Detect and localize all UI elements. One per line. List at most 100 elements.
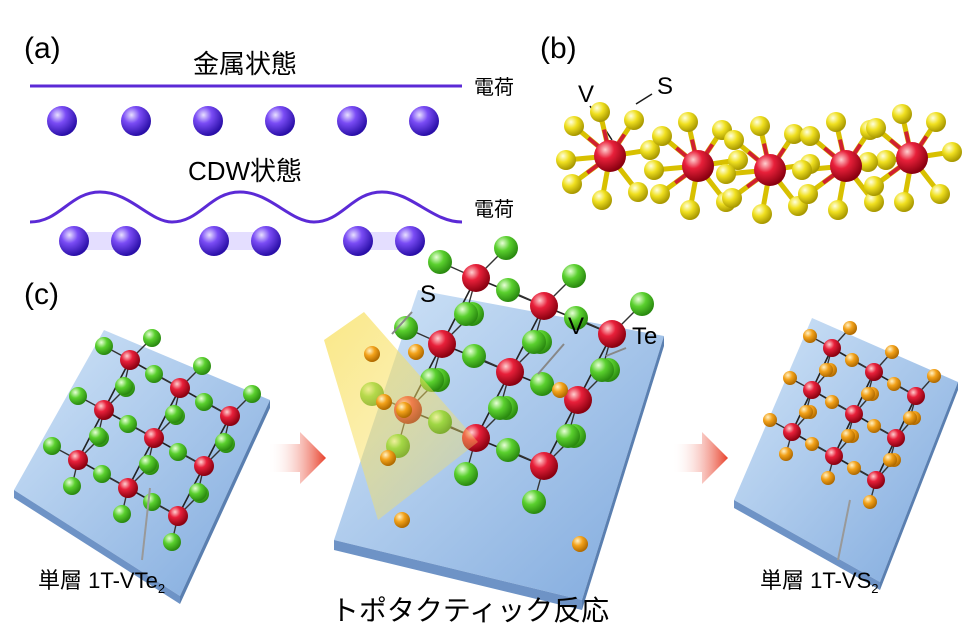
sulfur-atom: [624, 110, 644, 130]
chalcogen-atom: [819, 363, 833, 377]
sulfur-atom: [678, 112, 698, 132]
sulfur-atom: [876, 150, 896, 170]
sulfur-atom: [826, 112, 846, 132]
reaction-arrow-2: [672, 432, 728, 484]
pointer-s: [635, 93, 653, 105]
chalcogen-atom: [799, 405, 813, 419]
chalcogen-atom: [883, 453, 897, 467]
sulfur-atom: [564, 116, 584, 136]
sulfur-atom: [926, 112, 946, 132]
sulfur-atom: [650, 184, 670, 204]
chalcogen-atom: [189, 483, 207, 501]
vanadium-atom: [220, 406, 240, 426]
sulfur-atom: [750, 116, 770, 136]
electron: [193, 106, 223, 136]
chalcogen-atom: [522, 330, 546, 354]
sulfur-atom: [552, 382, 568, 398]
panel-b: (b) V S: [540, 32, 962, 224]
chalcogen-atom: [845, 353, 859, 367]
sulfur-atom: [408, 344, 424, 360]
vanadium-atom: [530, 452, 558, 480]
sulfur-atom: [722, 188, 742, 208]
chalcogen-atom: [454, 462, 478, 486]
label-te: Te: [632, 323, 657, 350]
chalcogen-atom: [522, 490, 546, 514]
pointer-te: [605, 347, 627, 357]
electron: [265, 106, 295, 136]
chalcogen-atom: [165, 405, 183, 423]
sulfur-atom: [858, 152, 878, 172]
sulfur-atom: [644, 160, 664, 180]
vanadium-atom: [530, 292, 558, 320]
vanadium-atom: [803, 381, 821, 399]
pointer-s-c: [391, 311, 413, 335]
vanadium-atom: [144, 428, 164, 448]
vanadium-atom: [168, 506, 188, 526]
chalcogen-atom: [590, 358, 614, 382]
panel-b-label: (b): [540, 32, 577, 65]
chalcogen-atom: [215, 433, 233, 451]
electron: [395, 226, 425, 256]
chalcogen-atom: [119, 415, 137, 433]
sulfur-atom: [892, 104, 912, 124]
chalcogen-atom: [556, 424, 580, 448]
vanadium-atom: [867, 471, 885, 489]
vanadium-atom: [896, 142, 928, 174]
vanadium-atom: [825, 447, 843, 465]
reaction-arrow-1: [268, 432, 326, 484]
vanadium-atom: [428, 330, 456, 358]
chalcogen-atom: [69, 387, 87, 405]
chalcogen-atom: [763, 413, 777, 427]
vanadium-atom: [94, 400, 114, 420]
pointer-right-caption: [837, 499, 851, 561]
electron: [343, 226, 373, 256]
sulfur-atom: [364, 346, 380, 362]
substrate-right-edge: [734, 500, 880, 590]
vanadium-atom: [462, 264, 490, 292]
electron: [47, 106, 77, 136]
chalcogen-atom: [779, 447, 793, 461]
left-caption: 単層 1T-VTe2: [38, 568, 165, 596]
vanadium-atom: [783, 423, 801, 441]
sulfur-atom: [828, 200, 848, 220]
sulfur-atom: [572, 536, 588, 552]
vanadium-atom: [170, 378, 190, 398]
chalcogen-atom: [143, 493, 161, 511]
chalcogen-atom: [95, 337, 113, 355]
chalcogen-atom: [454, 302, 478, 326]
electron: [337, 106, 367, 136]
vanadium-atom: [68, 450, 88, 470]
sulfur-atom: [628, 182, 648, 202]
lattice-right: [763, 321, 941, 509]
sulfur-flux: [364, 344, 588, 552]
vanadium-atom: [118, 478, 138, 498]
substrate-middle-side: [582, 336, 664, 610]
chalcogen-atom: [630, 292, 654, 316]
sulfur-atom: [640, 140, 660, 160]
panel-a: (a) 金属状態 電荷 CDW状態 電荷: [24, 32, 514, 256]
atom-label-s: S: [657, 73, 673, 100]
chalcogen-atom: [803, 329, 817, 343]
vanadium-atom: [845, 405, 863, 423]
chalcogen-atom: [169, 443, 187, 461]
sulfur-atom: [864, 192, 884, 212]
chalcogen-atom: [530, 372, 554, 396]
sulfur-atom: [798, 184, 818, 204]
sulfur-atom: [866, 118, 886, 138]
cdw-electron-pairs: [59, 226, 425, 256]
substrate-left-side: [180, 400, 270, 604]
sulfur-atom: [592, 190, 612, 210]
panel-c-label: (c): [24, 278, 59, 311]
label-v: V: [568, 313, 584, 340]
chalcogen-atom: [193, 357, 211, 375]
chalcogen-atom: [564, 306, 588, 330]
sulfur-atom: [752, 204, 772, 224]
vanadium-atom: [887, 429, 905, 447]
vanadium-atom: [564, 386, 592, 414]
vanadium-atom: [496, 358, 524, 386]
vanadium-atom: [830, 150, 862, 182]
sulfur-atom: [562, 174, 582, 194]
chalcogen-atom: [488, 396, 512, 420]
chalcogen-atom: [843, 321, 857, 335]
